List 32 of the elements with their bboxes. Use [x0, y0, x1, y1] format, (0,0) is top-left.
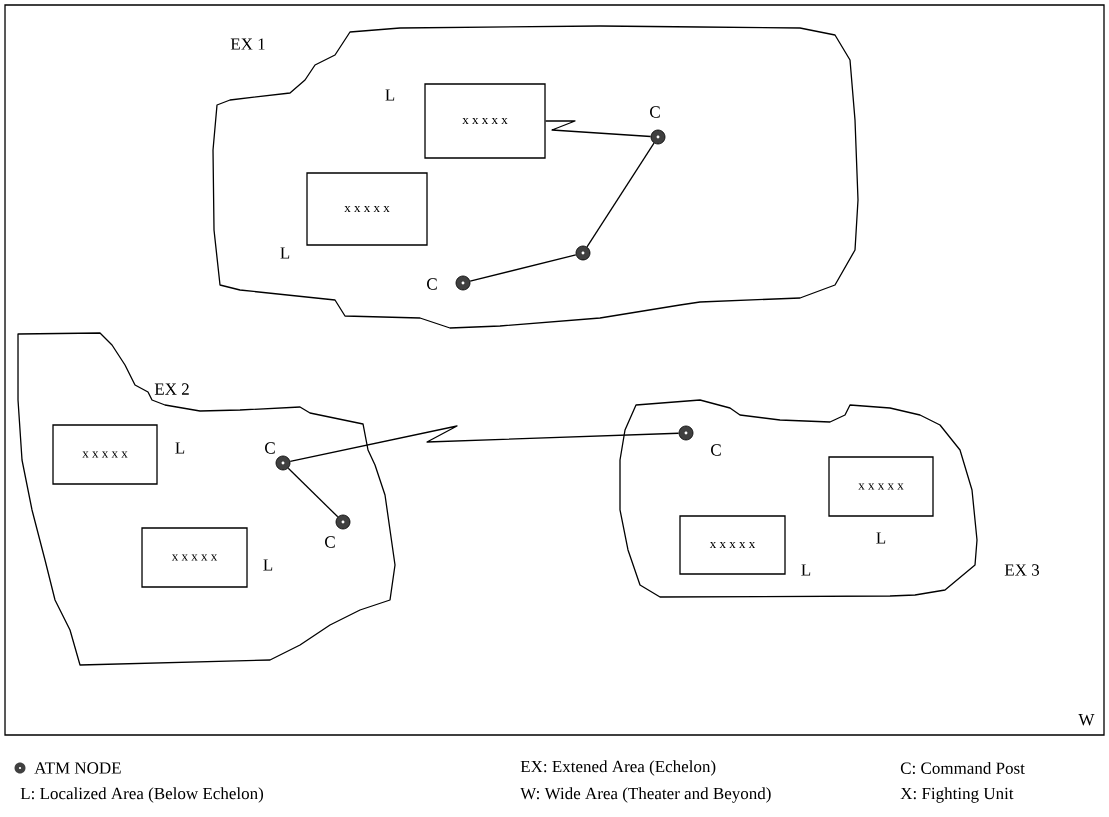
unit-box: x x x x x [306, 172, 428, 246]
area-label: EX 1 [230, 38, 265, 50]
legend-text: EX: Extened Area (Echelon) [520, 760, 716, 776]
legend-text: L: Localized Area (Below Echelon) [20, 787, 264, 803]
link-line [586, 142, 655, 248]
area-letter: L [263, 559, 273, 571]
unit-box: x x x x x [828, 456, 934, 517]
area-letter: L [175, 442, 185, 454]
area-label: EX 2 [154, 383, 189, 395]
area-label: EX 3 [1004, 564, 1040, 576]
area-letter: C [325, 536, 335, 548]
legend-text: ATM NODE [34, 762, 121, 774]
link-line [545, 120, 652, 138]
unit-box: x x x x x [141, 527, 248, 588]
unit-box: x x x x x [52, 424, 158, 485]
link-line [287, 467, 339, 518]
link-line [469, 254, 577, 282]
area-letter: L [801, 564, 811, 576]
area-letter: C [427, 278, 437, 290]
link-line [289, 425, 680, 463]
area-letter: C [711, 444, 721, 456]
area-letter: C [650, 106, 660, 118]
area-letter: L [876, 532, 886, 544]
unit-box: x x x x x [679, 515, 786, 575]
area-letter: C [265, 442, 275, 454]
unit-box: x x x x x [424, 83, 546, 159]
atm-node [575, 245, 591, 261]
legend-text: C: Command Post [900, 762, 1025, 774]
legend-text: W: Wide Area (Theater and Beyond) [520, 787, 771, 803]
area-letter: L [385, 89, 395, 101]
legend-text: X: Fighting Unit [900, 787, 1014, 803]
area-letter: L [280, 247, 290, 259]
